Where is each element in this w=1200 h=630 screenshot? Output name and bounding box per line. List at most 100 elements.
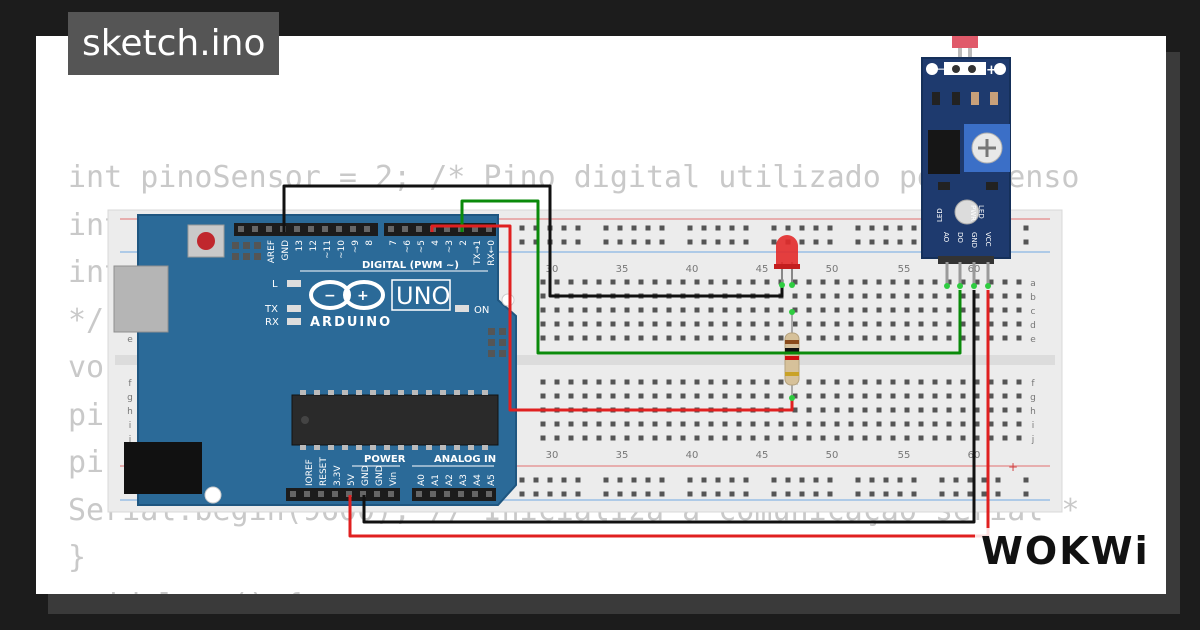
- breadboard-rail-hole: [813, 239, 819, 245]
- breadboard-hole: [708, 321, 714, 327]
- breadboard-rail-hole: [827, 239, 833, 245]
- breadboard-column-number: 30: [546, 450, 559, 461]
- breadboard-hole: [750, 393, 756, 399]
- breadboard-hole: [582, 335, 588, 341]
- sensor-pin-label: AO: [942, 232, 950, 243]
- breadboard-rail-hole: [631, 491, 637, 497]
- header-pin: [308, 226, 314, 232]
- breadboard-rail-hole: [771, 477, 777, 483]
- breadboard-hole: [834, 407, 840, 413]
- breadboard-hole: [806, 335, 812, 341]
- breadboard-rail-hole: [883, 491, 889, 497]
- model-label: UNO: [396, 282, 450, 310]
- breadboard-hole: [1016, 293, 1022, 299]
- breadboard-hole: [554, 421, 560, 427]
- breadboard-hole: [694, 435, 700, 441]
- header-pin: [444, 491, 450, 497]
- breadboard-hole: [680, 435, 686, 441]
- breadboard-hole: [568, 421, 574, 427]
- breadboard-row-letter: h: [1030, 407, 1036, 417]
- breadboard-hole: [666, 307, 672, 313]
- breadboard-row-letter: c: [1031, 307, 1036, 317]
- breadboard-rail-hole: [855, 477, 861, 483]
- comparator-chip: [928, 130, 960, 174]
- breadboard-rail-hole: [575, 239, 581, 245]
- breadboard-hole: [540, 435, 546, 441]
- header-pin: [388, 491, 394, 497]
- breadboard-hole: [988, 321, 994, 327]
- chip-pin: [342, 445, 348, 450]
- breadboard-hole: [834, 435, 840, 441]
- chip-pin: [356, 390, 362, 395]
- header-pin-label: ~11: [323, 240, 333, 259]
- arduino-logo: − +: [309, 280, 385, 310]
- breadboard-hole: [960, 379, 966, 385]
- chip-pins: [300, 390, 488, 450]
- breadboard-hole: [1016, 421, 1022, 427]
- header-pin-label: A5: [487, 474, 497, 486]
- breadboard-hole: [596, 421, 602, 427]
- breadboard-rail-hole: [617, 477, 623, 483]
- breadboard-hole: [792, 293, 798, 299]
- sensor-side-label-led2: LED: [977, 205, 985, 219]
- breadboard-hole: [778, 335, 784, 341]
- breadboard-hole: [764, 421, 770, 427]
- breadboard-hole: [974, 379, 980, 385]
- breadboard-row-letters: aabbccddeeffgghhiijj: [127, 279, 1036, 445]
- breadboard-hole: [1016, 335, 1022, 341]
- breadboard-row-letter: e: [1030, 335, 1036, 345]
- breadboard-row-letter: j: [1031, 435, 1035, 445]
- header-pin: [374, 491, 380, 497]
- breadboard-hole: [582, 307, 588, 313]
- usb-connector: [113, 265, 169, 333]
- breadboard-hole: [848, 379, 854, 385]
- breadboard-hole: [876, 279, 882, 285]
- breadboard-row-letter: i: [129, 421, 132, 431]
- file-name-tab[interactable]: sketch.ino: [68, 12, 280, 75]
- header-pin: [416, 226, 422, 232]
- header-pin-label: ~5: [417, 240, 427, 253]
- breadboard-hole: [876, 435, 882, 441]
- header-pin-label: ~6: [403, 240, 413, 254]
- breadboard-hole: [792, 307, 798, 313]
- breadboard-hole: [876, 307, 882, 313]
- chip-pin: [384, 445, 390, 450]
- breadboard-hole: [554, 307, 560, 313]
- breadboard-hole: [1016, 407, 1022, 413]
- breadboard-hole: [778, 393, 784, 399]
- breadboard-hole: [820, 407, 826, 413]
- led-tx: [287, 305, 301, 312]
- breadboard-column-number: 50: [826, 450, 839, 461]
- atmega-chip: [291, 394, 499, 446]
- breadboard-hole: [974, 435, 980, 441]
- code-line: */: [68, 302, 105, 338]
- breadboard-hole: [876, 335, 882, 341]
- breadboard-hole: [722, 393, 728, 399]
- breadboard-hole: [1016, 321, 1022, 327]
- breadboard-row-letter: d: [1030, 321, 1036, 331]
- breadboard-rail-hole: [519, 477, 525, 483]
- breadboard-hole: [792, 435, 798, 441]
- breadboard-hole: [736, 379, 742, 385]
- breadboard-hole: [722, 321, 728, 327]
- breadboard-hole: [680, 321, 686, 327]
- breadboard-rail-hole: [561, 225, 567, 231]
- breadboard-hole: [778, 307, 784, 313]
- sensor-plus-label: +: [986, 63, 997, 78]
- sensor-side-label-led1: LED: [936, 208, 944, 222]
- breadboard-hole: [988, 407, 994, 413]
- breadboard-hole: [974, 407, 980, 413]
- breadboard-hole: [610, 435, 616, 441]
- breadboard-rail-hole: [883, 477, 889, 483]
- breadboard-hole: [904, 293, 910, 299]
- breadboard-hole: [960, 421, 966, 427]
- wire-green-d2-sensor: [460, 199, 962, 355]
- breadboard-rail-hole: [967, 477, 973, 483]
- breadboard-hole: [568, 379, 574, 385]
- breadboard-hole: [876, 407, 882, 413]
- breadboard-rail-hole: [799, 491, 805, 497]
- header-pin-label: A1: [431, 474, 441, 486]
- header-pin: [486, 491, 492, 497]
- chip-pin: [328, 445, 334, 450]
